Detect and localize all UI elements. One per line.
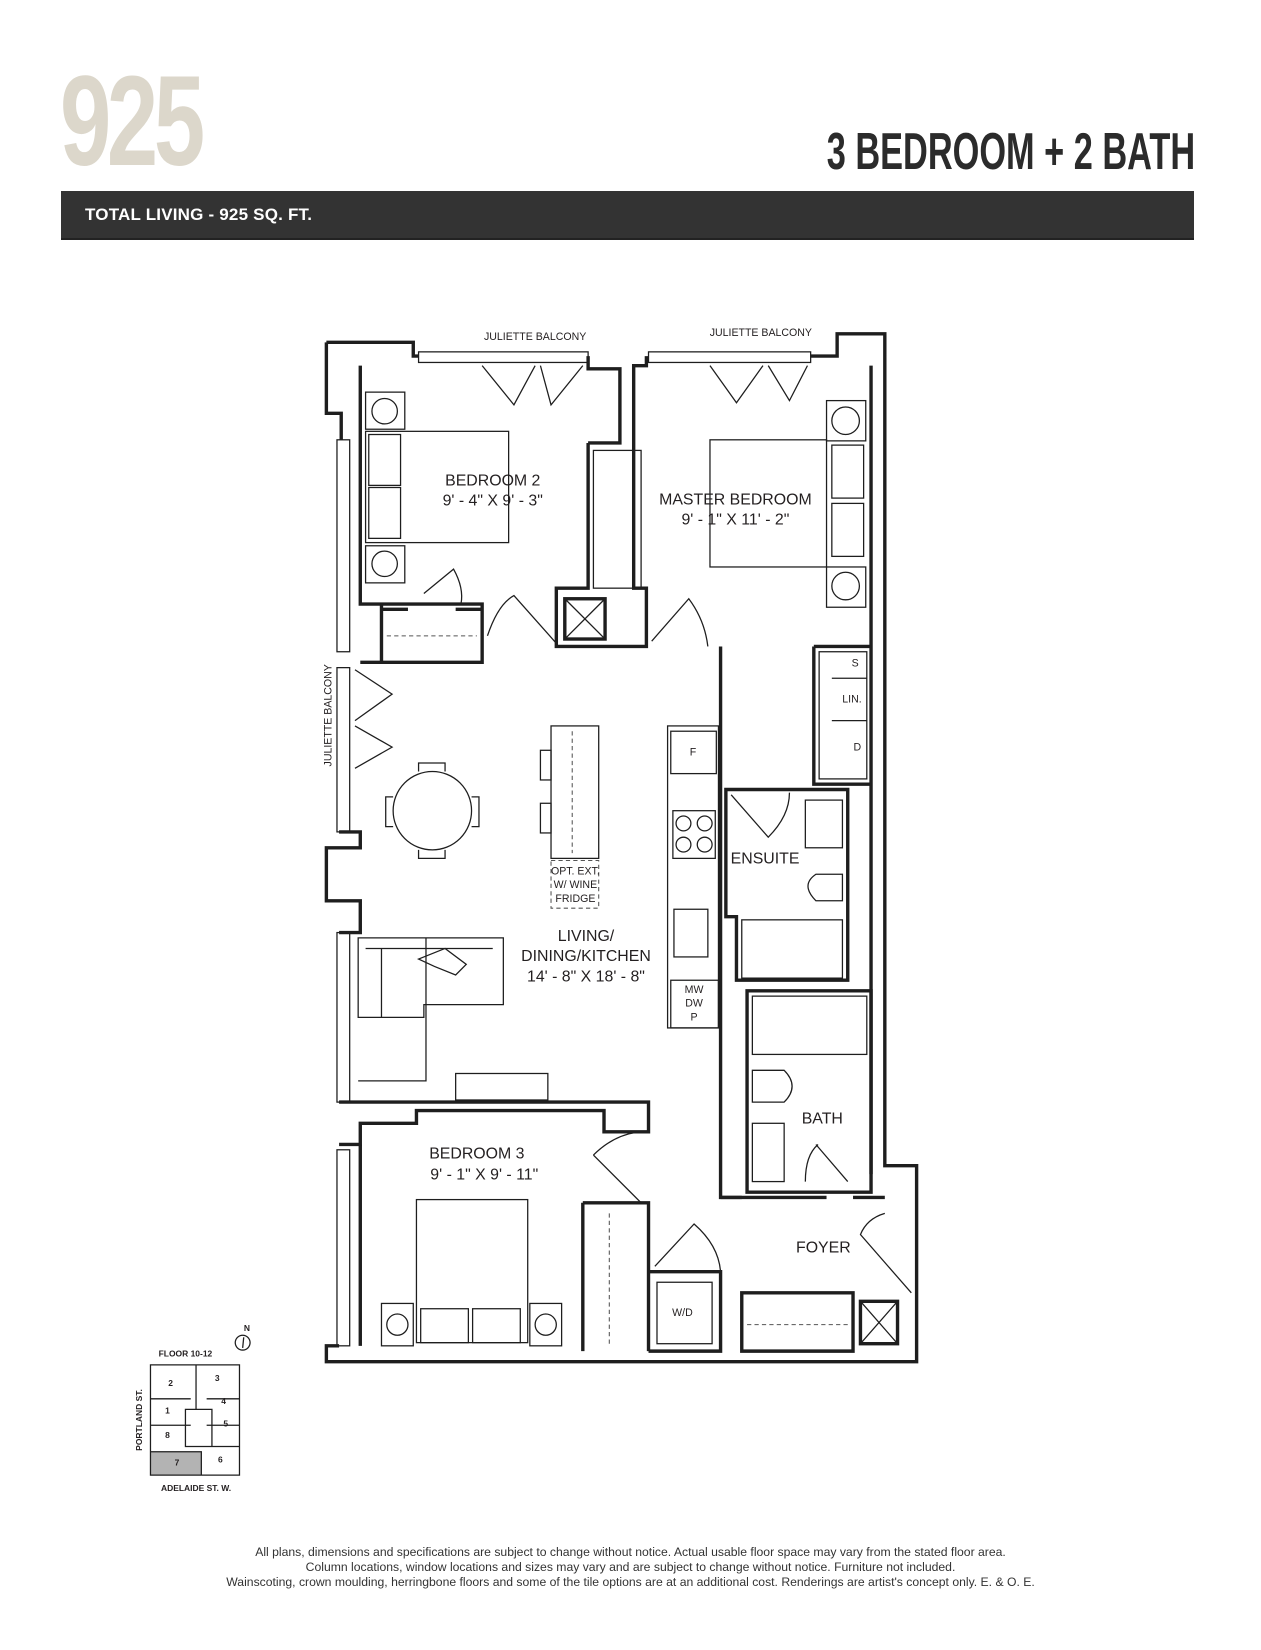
bedroom2-walls xyxy=(358,434,709,665)
balcony-doors xyxy=(354,365,809,769)
bedroom2-size: 9' - 4" X 9' - 3" xyxy=(443,493,543,510)
north-arrow-icon xyxy=(234,1334,251,1351)
disclaimer-line-1: All plans, dimensions and specifications… xyxy=(255,1545,1006,1559)
linen-s-label: S xyxy=(852,658,859,670)
island-note-2: W/ WINE xyxy=(554,879,597,891)
bedroom3-walls xyxy=(339,1100,723,1353)
living-size: 14' - 8" X 18' - 8" xyxy=(527,968,645,985)
key-unit-4: 4 xyxy=(221,1396,226,1406)
dining-table xyxy=(385,762,480,860)
washer-dryer-label: W/D xyxy=(672,1307,693,1319)
unit-type-title: 3 BEDROOM + 2 BATH xyxy=(826,123,1195,181)
sofa xyxy=(357,937,549,1101)
total-living-band: TOTAL LIVING - 925 SQ. FT. xyxy=(61,191,1194,240)
disclaimer: All plans, dimensions and specifications… xyxy=(0,1545,1261,1590)
key-unit-6: 6 xyxy=(218,1454,223,1464)
balcony-label-top-right: JULIETTE BALCONY xyxy=(710,327,812,339)
fridge-label: F xyxy=(690,747,697,759)
key-unit-5: 5 xyxy=(223,1418,228,1428)
key-plan-floor: FLOOR 10-12 xyxy=(159,1348,213,1358)
key-unit-2: 2 xyxy=(168,1378,173,1388)
master-bedroom-size: 9' - 1" X 11' - 2" xyxy=(681,512,789,529)
microwave-label: MW xyxy=(685,984,704,996)
linen-label: LIN. xyxy=(842,694,861,706)
exterior-walls xyxy=(324,332,919,1364)
highlighted-unit-7 xyxy=(150,1451,202,1476)
disclaimer-line-3: Wainscoting, crown moulding, herringbone… xyxy=(226,1575,1035,1589)
disclaimer-line-2: Column locations, window locations and s… xyxy=(305,1560,956,1574)
key-unit-8: 8 xyxy=(165,1430,170,1440)
island-note-1: OPT. EXT. xyxy=(551,865,600,877)
bedroom3-size: 9' - 1" X 9' - 11" xyxy=(430,1166,538,1183)
linen-d-label: D xyxy=(853,741,861,753)
key-unit-7: 7 xyxy=(175,1458,180,1468)
pantry-label: P xyxy=(691,1012,698,1024)
bath-label: BATH xyxy=(802,1110,843,1127)
bedroom3-name: BEDROOM 3 xyxy=(429,1145,524,1162)
key-unit-3: 3 xyxy=(215,1373,220,1383)
dishwasher-label: DW xyxy=(685,998,703,1010)
master-bedroom-name: MASTER BEDROOM xyxy=(659,491,812,508)
total-living-label: TOTAL LIVING - 925 SQ. FT. xyxy=(85,205,313,224)
street-west-label: PORTLAND ST. xyxy=(134,1389,144,1451)
ensuite-label: ENSUITE xyxy=(731,851,800,868)
key-plan: FLOOR 10-12 N 2 3 1 4 5 8 7 6 PORTLAND S… xyxy=(134,1323,251,1493)
unit-number: 925 xyxy=(60,50,205,193)
kitchen-counter xyxy=(666,725,720,1029)
balcony-label-left: JULIETTE BALCONY xyxy=(323,664,335,766)
foyer-area xyxy=(720,1195,912,1353)
living-name-1: LIVING/ xyxy=(558,928,615,945)
bedroom2-name: BEDROOM 2 xyxy=(445,472,540,489)
key-unit-1: 1 xyxy=(165,1406,170,1416)
master-bed xyxy=(709,399,867,608)
street-south-label: ADELAIDE ST. W. xyxy=(161,1483,231,1493)
living-name-2: DINING/KITCHEN xyxy=(521,948,651,965)
foyer-label: FOYER xyxy=(796,1240,851,1257)
ensuite-room xyxy=(724,787,850,982)
bedroom2-bed xyxy=(364,391,510,584)
island-note-3: FRIDGE xyxy=(555,893,595,905)
bath-room xyxy=(745,989,873,1194)
kitchen-island xyxy=(539,725,600,909)
balcony-label-top-left: JULIETTE BALCONY xyxy=(484,331,586,343)
north-indicator: N xyxy=(244,1323,250,1333)
